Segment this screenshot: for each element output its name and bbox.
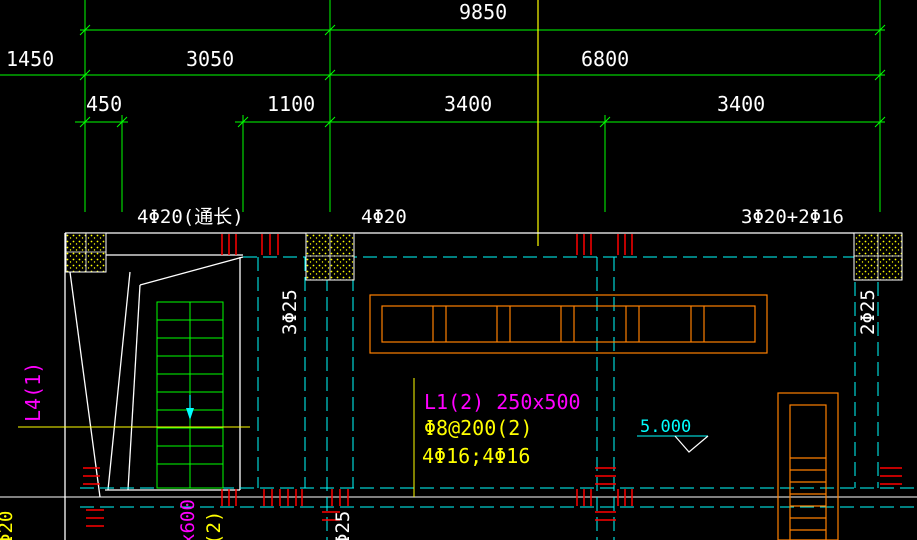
beam-outline: [0, 232, 917, 540]
dim-seg2: 1100: [267, 92, 315, 116]
rebar-bottom-frag: Φ25: [332, 511, 354, 540]
stair-arrow-icon: [186, 395, 194, 420]
rebar-col-right: 2Φ25: [857, 289, 879, 335]
side-beam-label: L4(1): [21, 362, 45, 422]
beam-stirrup-label: Φ8@200(2): [424, 416, 532, 440]
label-x600: x600: [177, 499, 199, 540]
elevation-value: 5.000: [640, 417, 691, 437]
beam-longitudinal-label: 4Φ16;4Φ16: [422, 444, 530, 468]
rebar-col-left: 3Φ25: [279, 289, 301, 335]
dim-left-offset: 1450: [6, 47, 54, 71]
dim-seg1: 450: [86, 92, 122, 116]
beam-name-label: L1(2) 250x500: [424, 390, 581, 414]
dim-span-left: 3050: [186, 47, 234, 71]
rebar-top-mid: 4Φ20: [361, 206, 407, 228]
label-two: (2): [203, 511, 225, 540]
dim-overall: 9850: [459, 0, 507, 24]
window-opening: [369, 294, 768, 354]
dim-span-right: 6800: [581, 47, 629, 71]
rebar-ticks: [83, 234, 902, 527]
door-opening: [777, 392, 839, 540]
stair: [156, 301, 224, 489]
elevation-marker: [637, 435, 709, 453]
rebar-top-left: 4Φ20(通长): [137, 206, 244, 228]
dim-seg4: 3400: [717, 92, 765, 116]
rebar-edge-left: Φ20: [0, 511, 17, 540]
dim-seg3: 3400: [444, 92, 492, 116]
rebar-top-right: 3Φ20+2Φ16: [741, 206, 844, 228]
dimension-lines: [0, 0, 886, 212]
